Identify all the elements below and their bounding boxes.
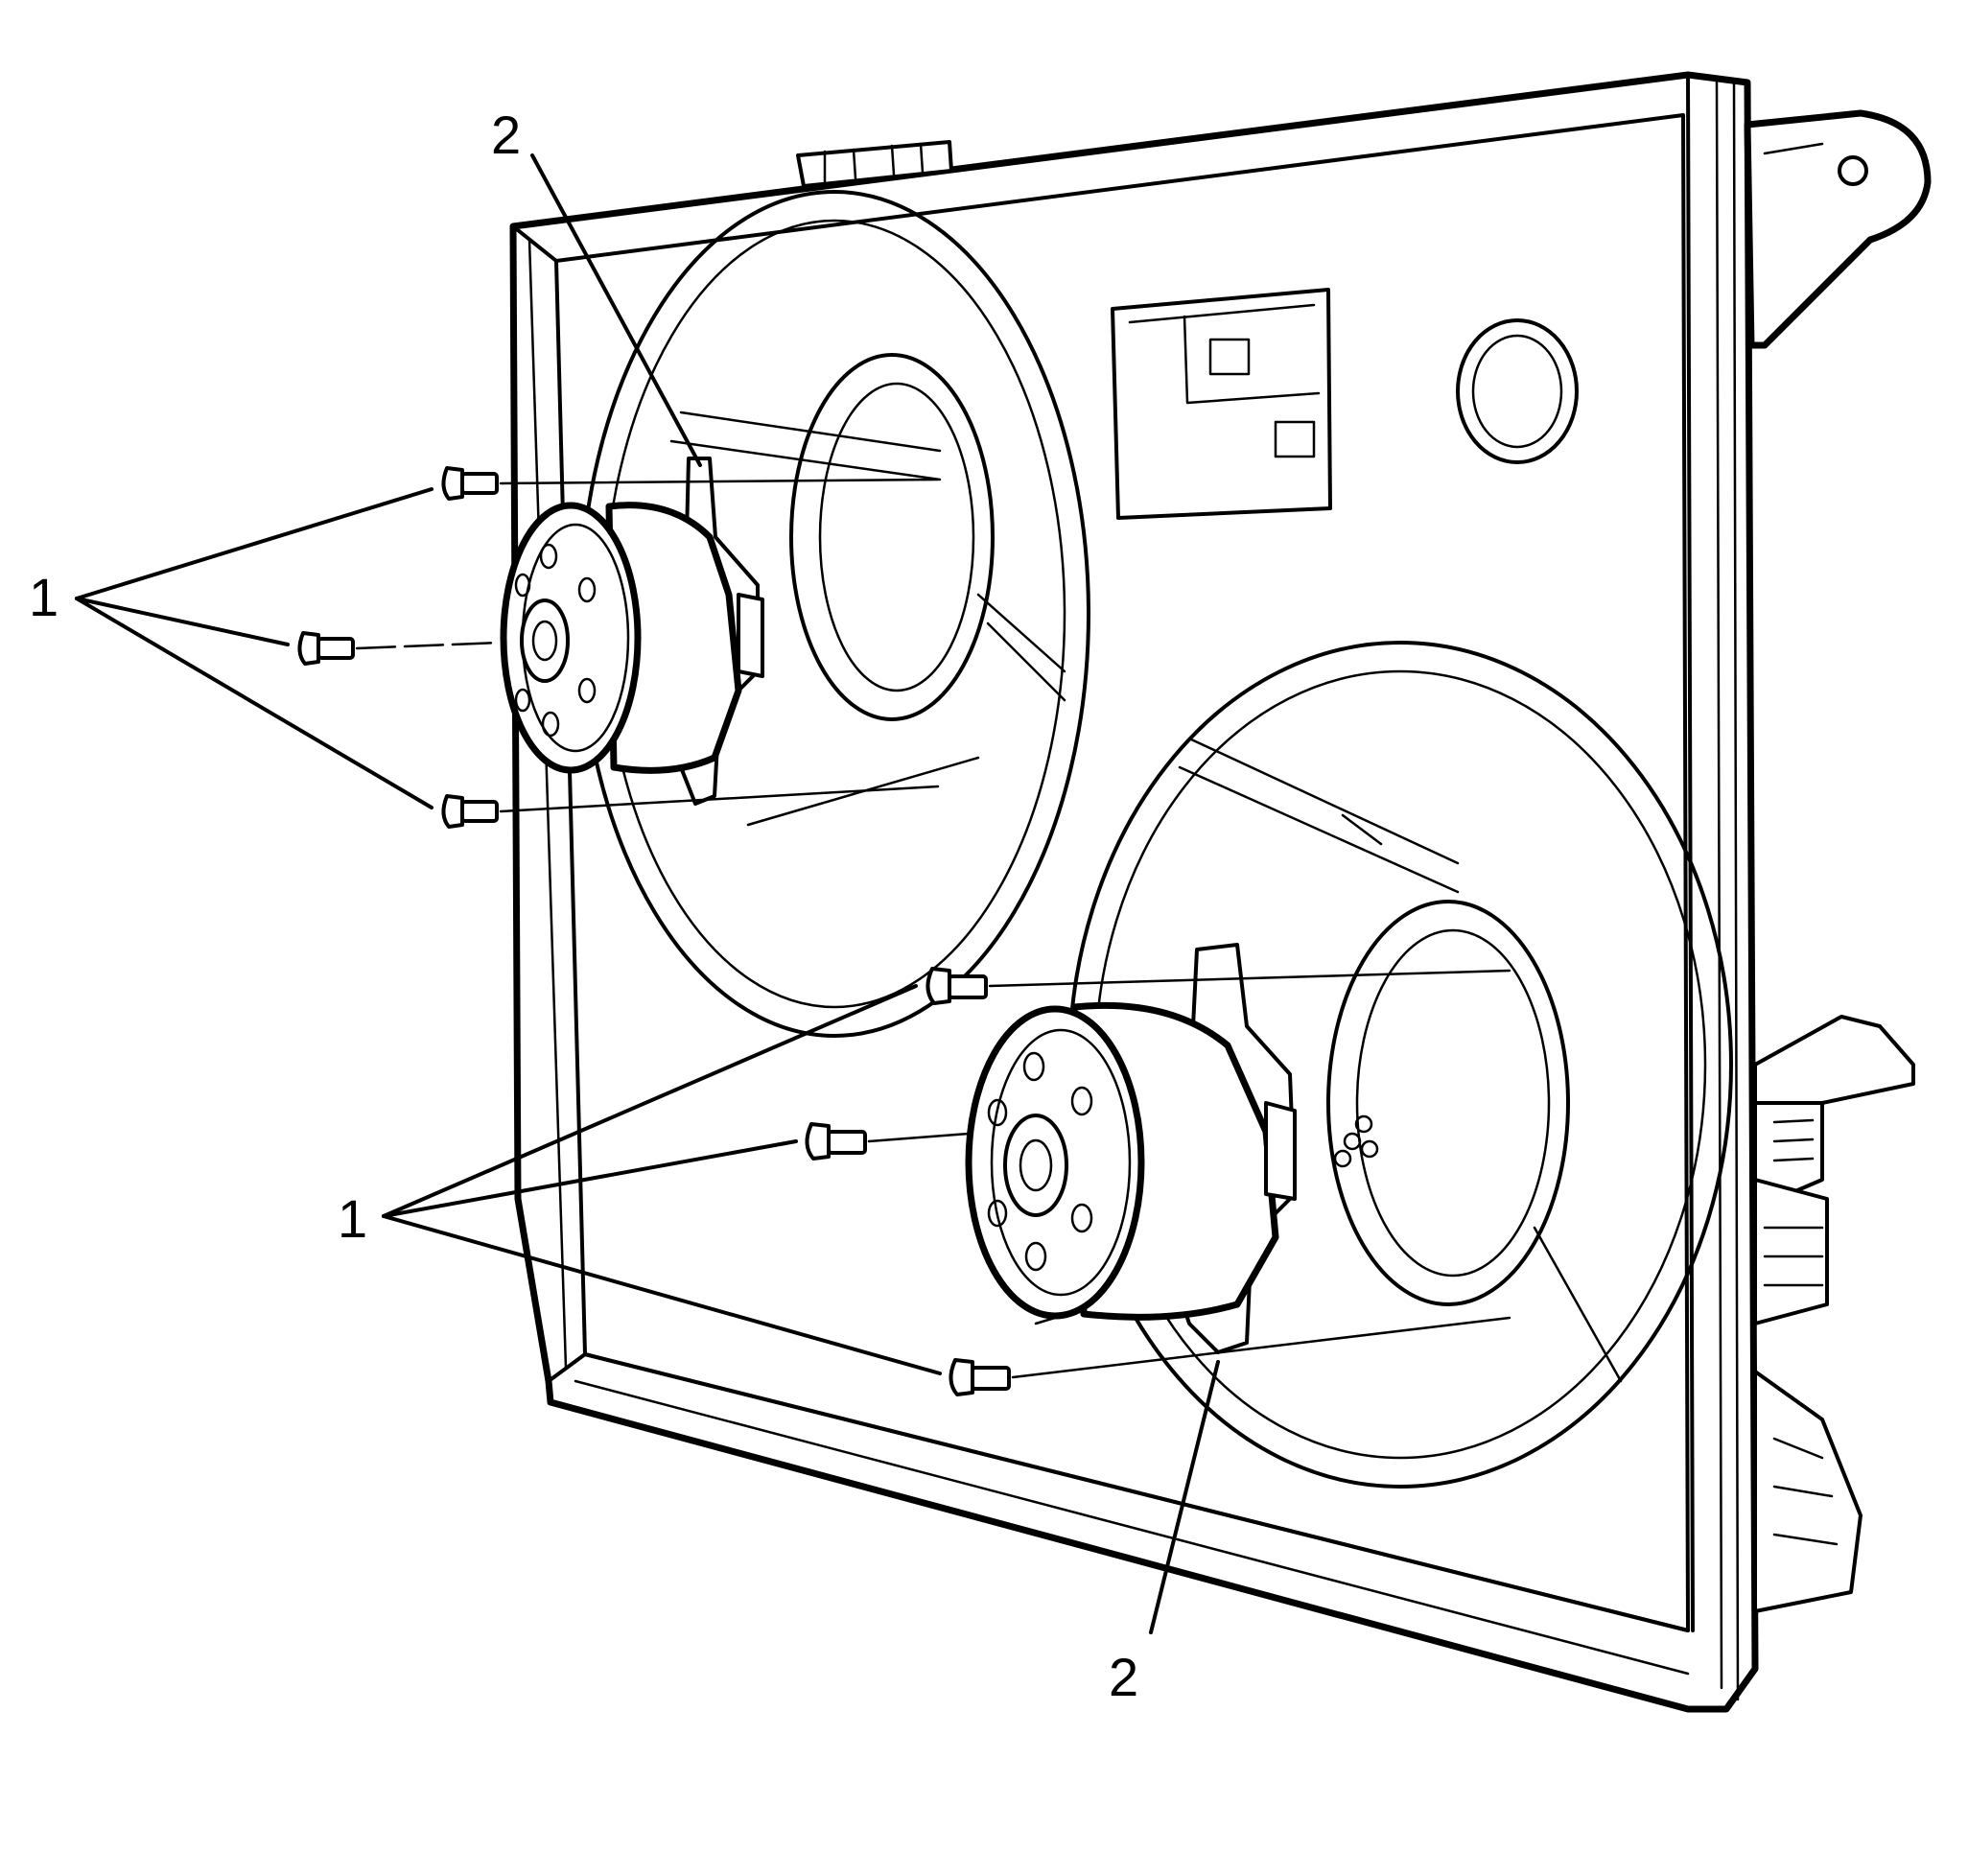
lower-motor-bolt-middle bbox=[805, 1122, 971, 1161]
upper-fan-motor bbox=[500, 457, 764, 806]
upper-motor-bolt-middle bbox=[297, 631, 501, 666]
shroud-grommet bbox=[1456, 318, 1579, 464]
lower-fan-opening bbox=[1034, 641, 1733, 1489]
callout-1-upper: 1 bbox=[29, 567, 59, 627]
upper-motor-bolt-bottom bbox=[441, 785, 940, 829]
upper-motor-bolt-top bbox=[441, 466, 940, 501]
lower-motor-bolt-bottom bbox=[949, 1316, 1511, 1396]
electrical-connector-top bbox=[796, 140, 953, 188]
lower-motor-bolt-top bbox=[925, 967, 1511, 1005]
upper-mounting-bracket bbox=[1744, 109, 1932, 349]
upper-fan-opening bbox=[578, 190, 1090, 1038]
callout-1-lower: 1 bbox=[338, 1188, 367, 1249]
identification-label-plate bbox=[1111, 288, 1332, 520]
lower-fan-motor bbox=[965, 943, 1297, 1354]
callout-2-upper: 2 bbox=[491, 105, 521, 165]
leader-lines bbox=[75, 153, 1220, 1634]
right-lower-ribs bbox=[1753, 1178, 1863, 1613]
callout-2-lower: 2 bbox=[1109, 1647, 1138, 1707]
right-side-bracket bbox=[1753, 1015, 1915, 1210]
